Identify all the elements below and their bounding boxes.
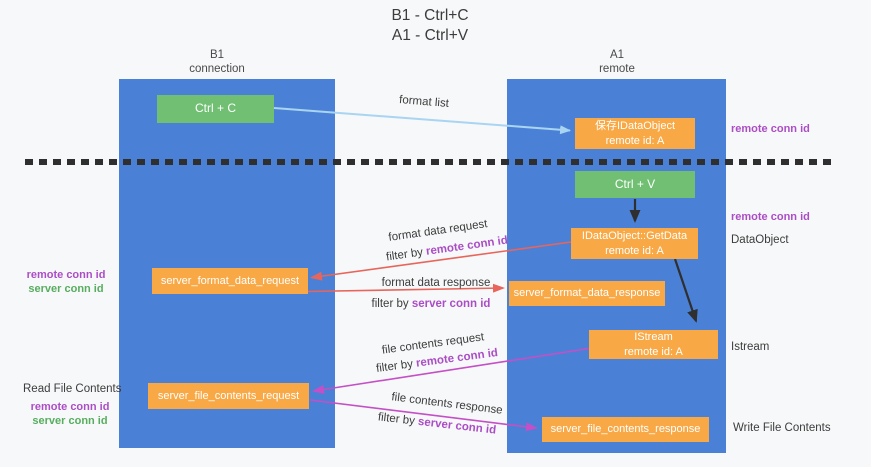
filter-server-conn-id: server conn id	[411, 298, 491, 310]
node-istream: IStream remote id: A	[589, 330, 718, 359]
node-server-file-contents-response: server_file_contents_response	[542, 417, 709, 442]
phase-divider-dashed-line	[25, 159, 837, 165]
filter-by-text: filter by	[371, 298, 412, 310]
left-label-read-file-contents-block: Read File Contents remote conn id server…	[23, 382, 122, 428]
node-ctrl-v: Ctrl + V	[575, 171, 695, 198]
file-response-label: server_file_contents_response	[550, 423, 701, 436]
lane-header-b1: B1 connection	[189, 48, 245, 76]
save-idataobject-line2: remote id: A	[605, 134, 665, 147]
left-remote-conn-id-1: remote conn id	[26, 269, 106, 281]
node-server-format-data-request: server_format_data_request	[152, 268, 308, 294]
ctrl-v-label: Ctrl + V	[614, 176, 656, 191]
node-server-file-contents-request: server_file_contents_request	[148, 383, 309, 409]
node-idataobject-getdata: IDataObject::GetData remote id: A	[571, 228, 698, 259]
title-line-1: B1 - Ctrl+C	[391, 7, 469, 24]
label-format-data-response: format data response	[381, 277, 491, 289]
istream-line1: IStream	[634, 331, 673, 344]
file-request-label: server_file_contents_request	[157, 389, 300, 402]
label-filter-server-1: filter by server conn id	[372, 298, 491, 310]
save-idataobject-line1: 保存IDataObject	[594, 120, 676, 133]
diagram-title: B1 - Ctrl+C A1 - Ctrl+V	[391, 6, 468, 46]
node-ctrl-c: Ctrl + C	[157, 95, 274, 123]
ctrl-c-label: Ctrl + C	[194, 101, 236, 116]
istream-line2: remote id: A	[624, 345, 683, 358]
getdata-line1: IDataObject::GetData	[581, 230, 688, 243]
node-save-idataobject: 保存IDataObject remote id: A	[575, 118, 695, 149]
arrow-file-response	[309, 399, 538, 432]
lane-b1-name: B1	[209, 49, 225, 61]
arrow-getdata-to-istream	[673, 258, 698, 323]
right-label-remote-conn-id-1: remote conn id	[731, 123, 810, 135]
left-label-conn-ids: remote conn id server conn id	[25, 268, 107, 296]
title-line-2: A1 - Ctrl+V	[391, 27, 469, 44]
format-request-label: server_format_data_request	[160, 274, 300, 287]
lane-a1-sub: remote	[599, 63, 635, 75]
node-server-format-data-response: server_format_data_response	[509, 281, 665, 306]
lane-a1-name: A1	[609, 49, 625, 61]
lane-b1-sub: connection	[189, 63, 245, 75]
right-label-istream: Istream	[731, 341, 770, 353]
right-label-write-file-contents: Write File Contents	[733, 422, 831, 434]
arrow-file-request	[312, 347, 590, 394]
right-label-remote-conn-id-2: remote conn id	[731, 211, 810, 223]
arrow-format-response	[305, 283, 505, 293]
left-remote-conn-id-2: remote conn id	[30, 401, 110, 413]
read-file-contents-label: Read File Contents	[23, 383, 122, 395]
right-label-dataobject: DataObject	[731, 234, 789, 246]
arrow-format-list	[273, 107, 571, 135]
lane-header-a1: A1 remote	[599, 48, 635, 76]
left-server-conn-id-1: server conn id	[28, 283, 104, 295]
left-server-conn-id-2: server conn id	[32, 415, 108, 427]
arrow-format-request	[310, 241, 572, 281]
format-response-label: server_format_data_response	[513, 287, 661, 300]
getdata-line2: remote id: A	[605, 244, 664, 257]
